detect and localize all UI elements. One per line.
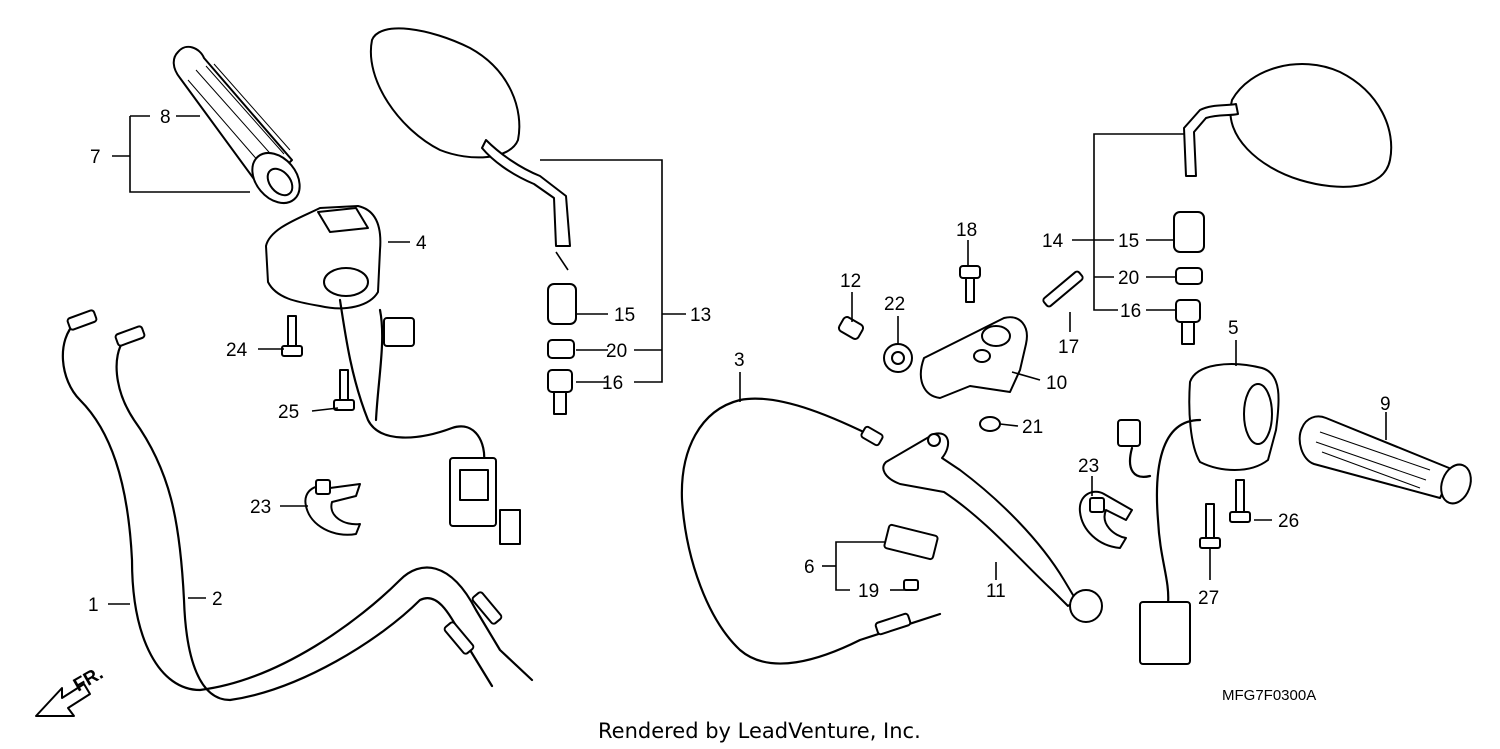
clutch-cable — [680, 397, 942, 665]
footer-credit: Rendered by LeadVenture, Inc. — [598, 719, 921, 743]
callout-20-right: 20 — [1118, 268, 1139, 289]
callout-19: 19 — [858, 581, 879, 602]
callout-21: 21 — [1022, 417, 1043, 438]
callout-14: 14 — [1042, 231, 1064, 252]
throttle-cables — [61, 309, 534, 702]
callout-numbers: 7 8 4 24 25 23 15 13 20 16 1 2 3 12 22 1… — [88, 107, 1391, 616]
callout-15-left: 15 — [614, 305, 635, 326]
leader-lines — [108, 115, 1387, 605]
diagram-code: MFG7F0300A — [1222, 687, 1316, 704]
callout-11: 11 — [986, 581, 1006, 602]
callout-24: 24 — [226, 340, 248, 361]
callout-6: 6 — [804, 557, 815, 578]
callout-8: 8 — [160, 107, 171, 128]
callout-18: 18 — [956, 220, 977, 241]
callout-2: 2 — [212, 589, 223, 610]
callout-27: 27 — [1198, 588, 1219, 609]
callout-9: 9 — [1380, 394, 1391, 415]
callout-4: 4 — [416, 233, 427, 254]
right-switch-housing — [1117, 363, 1280, 665]
callout-22: 22 — [884, 294, 905, 315]
callout-13: 13 — [690, 305, 711, 326]
small-hardware — [837, 265, 1084, 591]
right-mirror — [1173, 63, 1393, 345]
callout-17: 17 — [1058, 337, 1079, 358]
callout-23-left: 23 — [250, 497, 271, 518]
left-switch-housing — [265, 205, 521, 545]
right-grip — [1298, 415, 1472, 505]
screws — [281, 315, 1251, 549]
callout-23-right: 23 — [1078, 456, 1099, 477]
callout-16-right: 16 — [1120, 301, 1141, 322]
callout-16-left: 16 — [602, 373, 623, 394]
callout-3: 3 — [734, 350, 745, 371]
callout-26: 26 — [1278, 511, 1299, 532]
callout-5: 5 — [1228, 318, 1239, 339]
callout-25: 25 — [278, 402, 299, 423]
left-grip — [172, 45, 301, 205]
callout-20-left: 20 — [606, 341, 627, 362]
band-clips — [304, 479, 1133, 549]
callout-15-right: 15 — [1118, 231, 1139, 252]
callout-10: 10 — [1046, 373, 1067, 394]
front-direction-arrow — [35, 683, 91, 717]
callout-7: 7 — [90, 147, 101, 168]
clutch-holder — [919, 316, 1028, 399]
callout-12: 12 — [840, 271, 861, 292]
clutch-lever — [882, 432, 1103, 623]
callout-1: 1 — [88, 595, 99, 616]
left-mirror — [369, 27, 577, 415]
